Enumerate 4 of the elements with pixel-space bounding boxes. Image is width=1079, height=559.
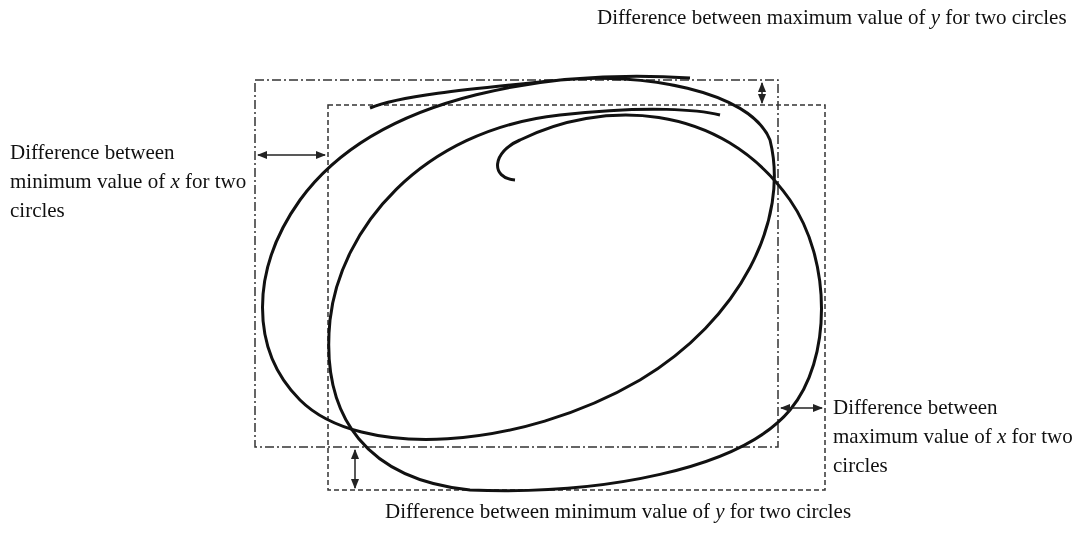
annotation-text: Difference between minimum value of y for two circles bbox=[385, 498, 853, 525]
annotation-text: Difference between maximum value of y for two circles bbox=[597, 4, 1067, 31]
annotation-text: Difference between maximum value of x for two circles bbox=[833, 394, 1073, 479]
annotation-text: Difference between minimum value of x for two circles bbox=[10, 139, 248, 224]
